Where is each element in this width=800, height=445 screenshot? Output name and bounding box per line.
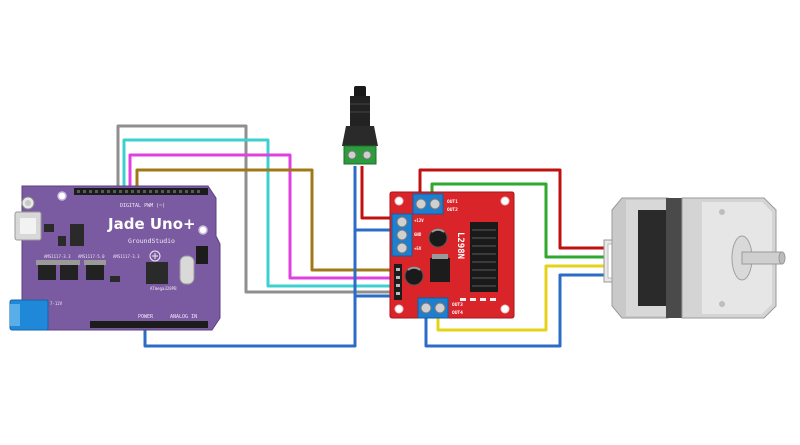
small-chip: [44, 224, 54, 232]
jade-uno-board: DIGITAL PWM (~) POWER ANALOG IN 7-12V AM…: [9, 185, 221, 331]
motor-shaft-tip: [778, 251, 786, 265]
label-power: POWER: [138, 314, 154, 320]
jack-screw: [362, 150, 372, 160]
label-mcu: ATmega328PB: [150, 286, 177, 291]
wire-yellow-out3: [436, 264, 606, 332]
wire-blue-ground: [143, 166, 357, 348]
jack-body: [342, 126, 378, 146]
terminal-screw: [396, 216, 408, 228]
heatsink: [470, 222, 498, 292]
mcu: [146, 262, 168, 284]
regulator-2-tab: [58, 260, 80, 265]
driver-hole: [394, 196, 404, 206]
wire-red-12v: [360, 166, 394, 220]
mount-hole: [57, 191, 67, 201]
mount-hole: [198, 225, 208, 235]
driver-hole: [500, 196, 510, 206]
terminal-screw: [434, 302, 446, 314]
motor-body-laminations: [666, 198, 682, 318]
driver-hole: [500, 304, 510, 314]
terminal-screw: [429, 198, 441, 210]
wire-magenta-in2: [128, 153, 398, 280]
usb-port-inner: [20, 218, 36, 234]
smd-part: [470, 298, 476, 301]
driver-regulator: [430, 258, 450, 282]
label-reg-1: AMS1117-3.3: [44, 254, 71, 259]
capacitor: [428, 228, 448, 248]
wire-blue-out4: [424, 273, 606, 348]
capacitor-mark: [407, 266, 421, 271]
digital-header: [74, 188, 208, 195]
regulator-1-tab: [36, 260, 58, 265]
label-out3: OUT3: [452, 302, 463, 308]
wire-brown-in1: [135, 168, 398, 272]
capacitor: [404, 266, 424, 286]
label-gnd: GND: [414, 232, 422, 237]
input-header-pins: [396, 268, 400, 295]
jack-tip: [354, 86, 366, 98]
l298n-driver: OUT1 OUT2 +12V GND +5V L298N: [389, 191, 515, 319]
label-digital: DIGITAL PWM (~): [120, 203, 165, 209]
board-pcb: [21, 185, 221, 331]
label-12v: +12V: [414, 218, 424, 223]
smd-part: [490, 298, 496, 301]
wire-green-out2: [430, 182, 606, 259]
motor-shaft: [741, 251, 783, 265]
power-analog-header: [90, 321, 208, 328]
driver-regulator-tab: [432, 254, 448, 259]
jack-screw: [347, 150, 357, 160]
heatsink-fins: [472, 229, 496, 287]
capacitor-mark: [431, 228, 445, 233]
board-dc-jack-face: [10, 304, 20, 326]
flange-hole: [719, 301, 725, 307]
label-out1: OUT1: [447, 199, 458, 205]
smd-part: [480, 298, 486, 301]
flange-hole: [719, 209, 725, 215]
dc-power-jack: [342, 86, 378, 165]
regulator-2: [60, 264, 78, 280]
regulator-1: [38, 264, 56, 280]
board-maker: GroundStudio: [128, 237, 175, 245]
driver-name: L298N: [455, 232, 465, 259]
terminal-screw: [396, 229, 408, 241]
regulator-3-tab: [84, 260, 106, 265]
label-out4: OUT4: [452, 310, 463, 316]
terminal-screw: [396, 242, 408, 254]
label-reg-2: AMS1117-5.0: [78, 254, 105, 259]
wire-gray-in4: [116, 124, 398, 294]
wires: [116, 124, 606, 348]
wire-red-out1: [418, 168, 606, 250]
stepper-motor: [603, 197, 786, 319]
small-chip: [110, 276, 120, 282]
logo-mark: [152, 253, 158, 259]
maker-logo-icon: [149, 250, 161, 262]
crystal: [179, 255, 195, 285]
board-name: Jade Uno+: [107, 215, 196, 233]
icsp-header: [196, 246, 208, 264]
label-reg-3: AMS1117-3.3: [113, 254, 140, 259]
label-vin: 7-12V: [50, 301, 63, 306]
regulator-3: [86, 264, 104, 280]
digital-header-pins: [77, 190, 200, 193]
label-analog: ANALOG IN: [170, 314, 197, 320]
input-header: [394, 264, 402, 300]
terminal-screw: [420, 302, 432, 314]
label-5v: +5V: [414, 246, 422, 251]
usb-chip: [70, 224, 84, 246]
reset-button-cap: [25, 200, 31, 206]
jack-barrel: [350, 96, 370, 126]
smd-part: [460, 298, 466, 301]
wire-cyan-in3: [122, 138, 398, 288]
driver-hole: [394, 304, 404, 314]
label-out2: OUT2: [447, 207, 458, 213]
terminal-screw: [415, 198, 427, 210]
small-chip: [58, 236, 66, 246]
